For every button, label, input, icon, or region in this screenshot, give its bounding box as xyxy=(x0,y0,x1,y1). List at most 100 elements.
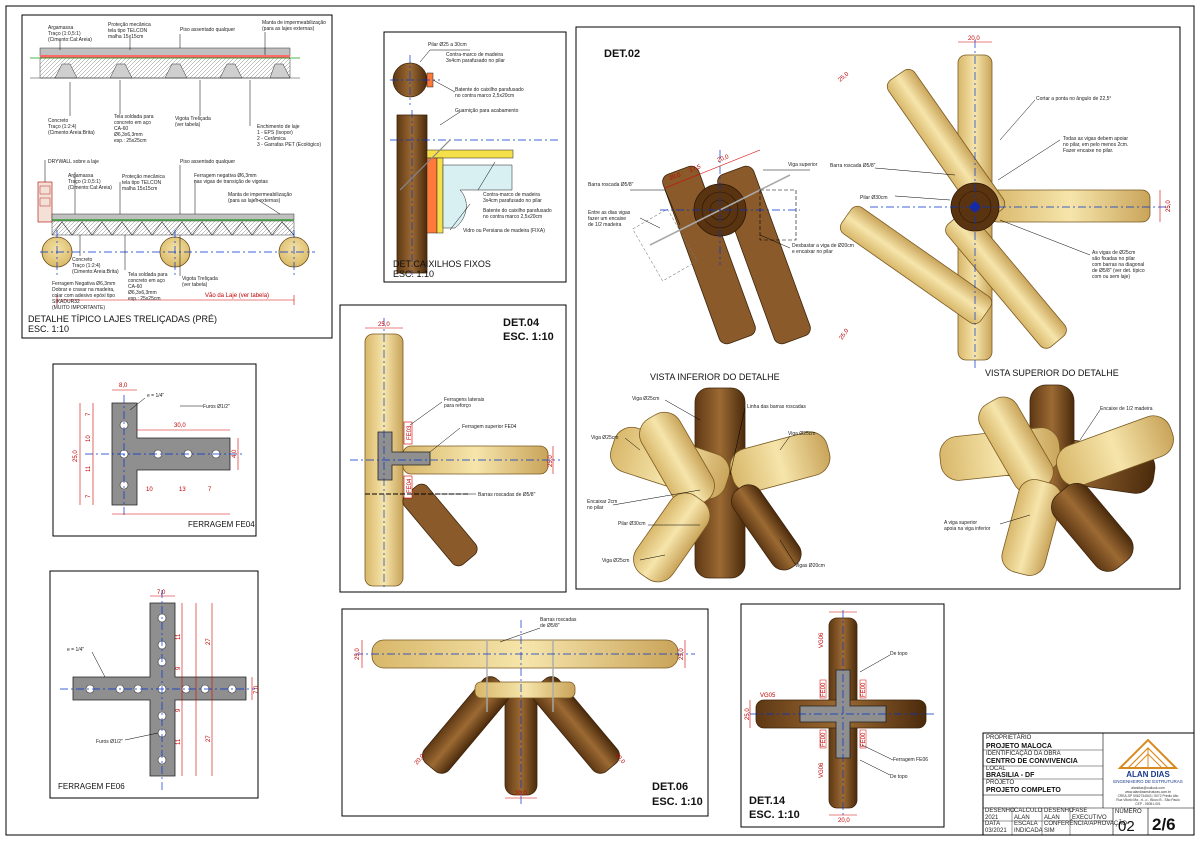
tb-contact-1: www.alandiasestruturas.com.br xyxy=(1125,790,1172,794)
laje-low-label-3: (Cimento:Cal:Areia) xyxy=(68,185,112,191)
det02-desbastar-0: Desbastar a viga de Ø20cm xyxy=(792,243,854,249)
tb-r1-value-1: ALAN xyxy=(1014,815,1030,821)
laje-low-label-2: Traço (1:0,5:1) xyxy=(68,179,101,185)
vista-inferior-title: VISTA INFERIOR DO DETALHE xyxy=(650,372,780,382)
det02-entre-2: de 1/2 madeira xyxy=(588,222,622,228)
laje-mid-label-13: 3 - Garrafas PET (Ecológico) xyxy=(257,142,321,148)
laje-low-label-15: Ferragem Negativa Ø6,3mm xyxy=(52,281,115,287)
laje-low-label-12: Concreto xyxy=(72,257,93,263)
laje-mid-label-11: 1 - EPS (Isopor) xyxy=(257,130,293,136)
det04-dim-3: FE04 xyxy=(407,478,413,493)
laje-low-label-25: Vigota Treliçada xyxy=(182,276,218,282)
laje-top-label-1: Traço (1:0,5:1) xyxy=(48,31,81,37)
fe04-dim-7: 10 xyxy=(146,487,153,493)
det06-label-0: Barras roscadas xyxy=(540,617,577,623)
det02-barra-a: Barra roscada Ø5/8" xyxy=(588,182,634,188)
tb-r1-label-0: DESENHO xyxy=(985,808,1015,814)
det14-beam-4: FE00 xyxy=(861,682,867,697)
vi-label-6: Pilar Ø30cm xyxy=(618,521,646,527)
tb-r2-label-0: DATA xyxy=(985,821,1000,827)
laje-mid-label-9: (ver tabela) xyxy=(175,122,201,128)
laje-low-label-0: DRYWALL sobre a laje xyxy=(48,159,99,165)
laje-low-label-13: Traço (1:2:4) xyxy=(72,263,101,269)
laje-low-label-1: Argamassa xyxy=(68,173,94,179)
vi-label-5: no pilar xyxy=(587,505,604,511)
det04-title: DET.04 xyxy=(503,317,540,329)
fe04-dim-5: 7 xyxy=(86,494,92,498)
det14-beam-5: FE00 xyxy=(821,732,827,747)
det14-beam-2: VG06 xyxy=(819,762,825,778)
laje-low-label-26: (ver tabela) xyxy=(182,282,208,288)
caix-title: DET CAIXILHOS FIXOS xyxy=(393,259,491,269)
laje-mid-label-12: 2 - Cerâmica xyxy=(257,136,286,142)
laje-mid-label-7: esp.: 25x25cm xyxy=(114,138,147,144)
fe06-furos: Furos Ø1/2" xyxy=(96,739,123,745)
laje-top-label-5: malha 15x15cm xyxy=(108,34,143,40)
company-logo xyxy=(1117,738,1179,769)
vs-label-0: Encaixe de 1/2 madeira xyxy=(1100,406,1153,412)
det04-scale: ESC. 1:10 xyxy=(503,331,554,343)
det14-beam-3: FE00 xyxy=(821,682,827,697)
sheet-border xyxy=(5,5,1195,836)
det14-label-2: De topo xyxy=(890,774,908,780)
det04-label-3: Barras roscadas de Ø5/8" xyxy=(478,492,536,498)
laje-top-label-7: Manta de impermeabilização xyxy=(262,20,326,26)
fe04-dim-4: 11 xyxy=(86,465,92,472)
laje-mid-label-8: Vigota Treliçada xyxy=(175,116,211,122)
panel-fe06: 7,0 11 9 27 9 11 27 7,0 e = 1/4" Furos Ø… xyxy=(49,570,260,799)
fe06-dim-5: 11 xyxy=(176,738,182,745)
det06-dim-0: 25,0 xyxy=(355,648,361,660)
det06-title: DET.06 xyxy=(652,781,688,793)
panel-det14: 25,0 20,0 VG06 VG05 VG06 FE00 FE00 FE00 … xyxy=(740,603,945,828)
laje-low-label-4: Proteção mecânica xyxy=(122,174,165,180)
laje-low-label-22: CA-60 xyxy=(128,284,142,290)
det02-viga-superior: Viga superior xyxy=(788,162,818,168)
laje-mid-label-10: Enchimento de laje xyxy=(257,124,300,130)
vi-label-8: Vigas Ø20cm xyxy=(795,563,825,569)
laje-low-label-17: colar com adesivo epóxi tipo xyxy=(52,293,115,299)
laje-vao-label: Vão da Laje (ver tabela) xyxy=(205,293,269,299)
det06-label-1: de Ø5/8" xyxy=(540,623,560,629)
caix-label-8: Batente do caixilho parafusado xyxy=(483,208,552,214)
laje-low-label-16: Dobrar e cravar na madeira, xyxy=(52,287,115,293)
laje-mid-label-2: (Cimento:Areia:Brita) xyxy=(48,130,95,136)
tb-r2-label-2: CONFERÊNCIA/APROVAÇÃO xyxy=(1044,819,1127,827)
vi-label-3: Viga Ø25cm xyxy=(788,431,815,437)
det14-dim-2: 20,0 xyxy=(838,818,850,824)
caix-label-10: Vidro ou Persiana de madeira (FIXA) xyxy=(463,228,545,234)
caix-label-6: Contra-marco de madeira xyxy=(483,192,540,198)
det02-barra-b: Barra roscada Ø5/8" xyxy=(830,163,876,169)
det14-label-1: Ferragem FE06 xyxy=(893,757,928,763)
vi-label-0: Viga Ø25cm xyxy=(632,396,659,402)
tb-projeto-label: PROJETO xyxy=(986,780,1015,786)
fe04-dim-6: 25,0 xyxy=(73,450,79,462)
det04-label-1: para reforço xyxy=(444,403,471,409)
det02-entre-1: fazer um encaixe xyxy=(588,216,626,222)
det02-desbastar-1: e encaixar no pilar xyxy=(792,249,833,255)
caix-label-7: 3x4cm parafusado no pilar xyxy=(483,198,542,204)
laje-low-label-5: tela tipo TELCON xyxy=(122,180,161,186)
laje-low-label-10: Manta de impermeabilização xyxy=(228,192,292,198)
tb-r2-value-1: INDICADA xyxy=(1014,828,1043,834)
fe06-dim-0: 7,0 xyxy=(157,590,166,596)
det02-cortar: Cortar a ponta no ângulo de 22,5° xyxy=(1036,96,1111,102)
laje-low-label-23: Ø6,3x6,3mm xyxy=(128,290,157,296)
tb-company: ALAN DIAS xyxy=(1126,770,1170,779)
tb-contact-3: Rua Vitório Ma...rt...o - Bloco B - São … xyxy=(1116,798,1180,802)
laje-top-label-0: Argamassa xyxy=(48,25,74,31)
laje-low-label-19: (MUITO IMPORTANTE) xyxy=(52,305,105,311)
det14-scale: ESC. 1:10 xyxy=(749,809,800,821)
fe04-dim-2: 7 xyxy=(86,412,92,416)
fe06-dim-2: 9 xyxy=(176,666,182,670)
tb-local-label: LOCAL xyxy=(986,766,1006,772)
panel-det-lajes: Argamassa Traço (1:0,5:1) (Cimento:Cal:A… xyxy=(21,14,333,339)
vi-label-1: Linha das barras roscadas xyxy=(747,404,806,410)
laje-low-label-24: esp.: 25x25cm xyxy=(128,296,161,302)
fe04-dim-1: 30,0 xyxy=(174,423,186,429)
fe04-dim-3: 10 xyxy=(86,435,92,442)
caix-label-1: Contra-marco de madeira xyxy=(446,52,503,58)
fe06-dim-1: 11 xyxy=(176,633,182,640)
det02-dim-6: 25,0 xyxy=(839,328,851,342)
